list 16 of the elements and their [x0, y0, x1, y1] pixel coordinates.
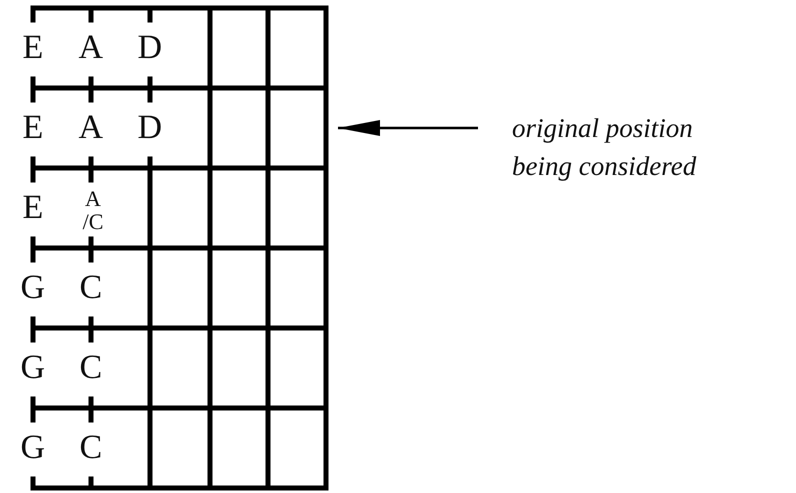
arrow	[338, 120, 478, 136]
note-label: D	[138, 111, 162, 145]
note-label: G	[20, 351, 46, 385]
note-label: E	[22, 31, 44, 65]
note-label: C	[80, 431, 102, 465]
note-label: G	[20, 271, 46, 305]
note-label: C	[80, 351, 102, 385]
annotation-text: original position being considered	[512, 112, 698, 183]
note-label: C	[80, 271, 102, 305]
note-label: D	[138, 31, 162, 65]
note-label: A /C	[82, 187, 104, 233]
note-label: A	[78, 111, 104, 145]
note-label: G	[20, 431, 46, 465]
note-label: A	[78, 31, 104, 65]
note-label: E	[22, 111, 44, 145]
note-label: E	[22, 191, 44, 225]
